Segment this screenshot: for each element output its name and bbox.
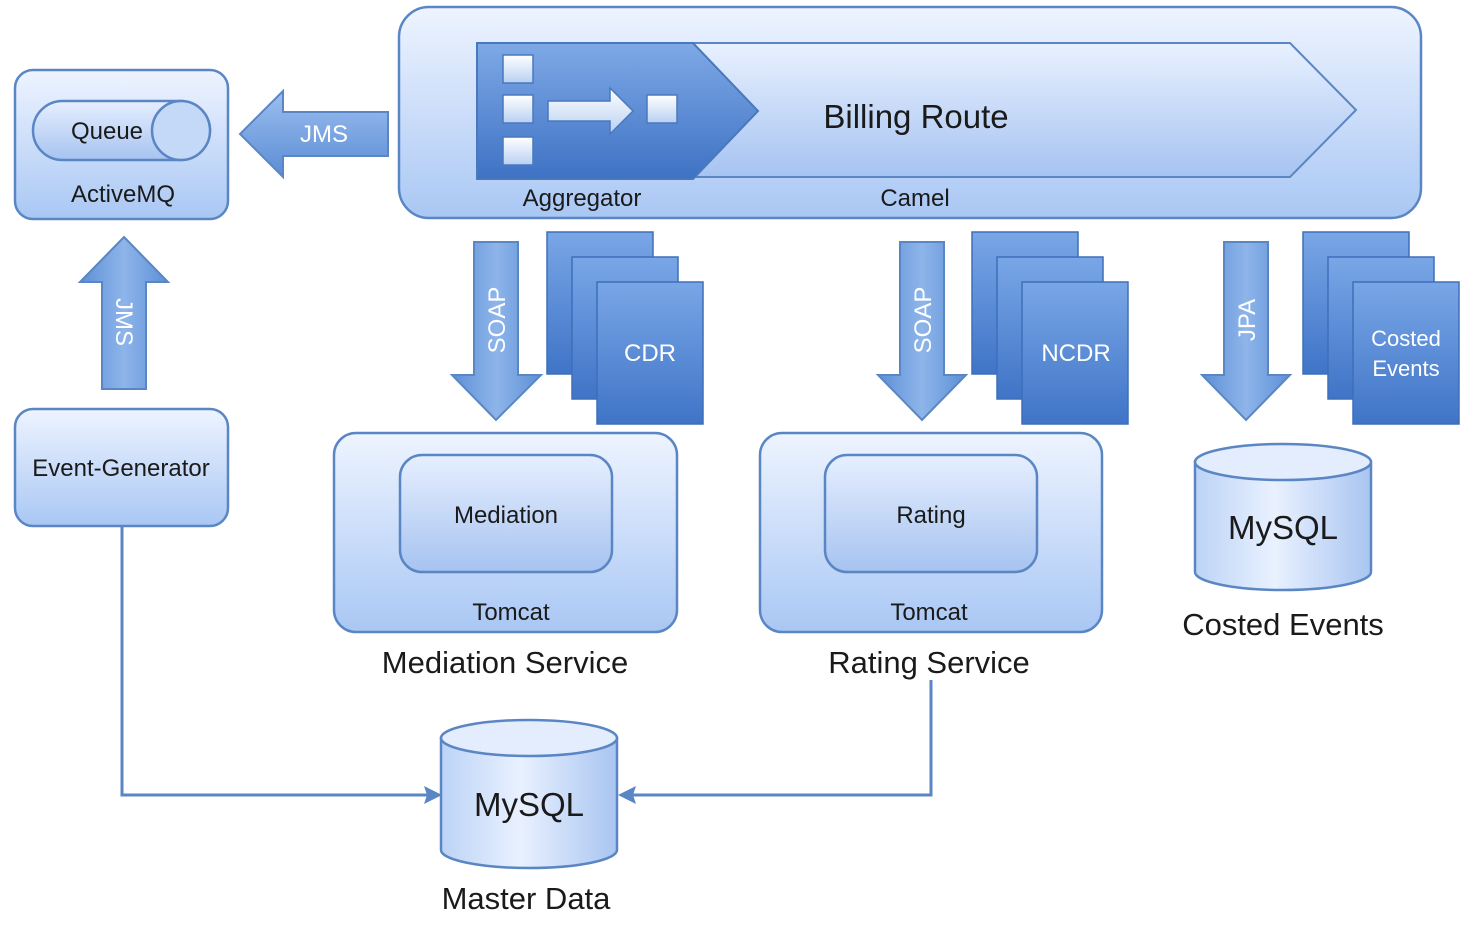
connector-lines [120, 527, 933, 804]
rating-to-master-line [632, 680, 933, 797]
aggregator-chevron [476, 42, 760, 180]
aggregator-square-2 [502, 94, 534, 124]
aggregator-arrow [547, 86, 635, 136]
activemq-label: ActiveMQ [71, 181, 175, 208]
mediation-component-label: Mediation [454, 502, 558, 529]
aggregator-square-out [646, 94, 678, 124]
aggregator-square-1 [502, 54, 534, 84]
aggregator-label: Aggregator [523, 185, 642, 212]
aggregator-square-3 [502, 136, 534, 166]
ncdr-document-stack: NCDR [971, 231, 1129, 425]
mediation-soap-arrow: SOAP [449, 241, 544, 422]
costed-events-document-stack: Costed Events [1302, 231, 1460, 425]
event-generator-label: Event-Generator [32, 455, 209, 482]
event-generator-box: Event-Generator [13, 407, 230, 528]
cdr-label: CDR [624, 340, 676, 367]
master-data-database: MySQL [439, 718, 619, 870]
rating-to-master-arrowhead [618, 786, 636, 804]
jms-arrow-up: JMS [77, 235, 171, 390]
cdr-document-stack: CDR [546, 231, 704, 425]
mediation-soap-label: SOAP [484, 287, 511, 354]
mediation-service-caption: Mediation Service [382, 645, 628, 680]
costed-db-label: MySQL [1228, 509, 1338, 546]
ncdr-label: NCDR [1041, 340, 1110, 367]
camel-label: Camel [880, 185, 949, 212]
rating-component-label: Rating [896, 502, 965, 529]
rating-tomcat-box: Rating Tomcat [758, 431, 1104, 634]
rating-tomcat-label: Tomcat [890, 599, 968, 626]
queue-shape [31, 99, 212, 162]
rating-soap-label: SOAP [910, 287, 937, 354]
activemq-box: Queue ActiveMQ [13, 68, 230, 221]
billing-route-title: Billing Route [823, 98, 1008, 135]
mediation-tomcat-label: Tomcat [472, 599, 550, 626]
costed-events-database: MySQL [1193, 442, 1373, 592]
costed-events-caption: Costed Events [1182, 607, 1384, 642]
costed-doc-line2: Events [1372, 356, 1439, 381]
jpa-arrow: JPA [1199, 241, 1293, 422]
jms-up-label: JMS [110, 298, 137, 346]
jms-arrow-left: JMS [238, 88, 389, 180]
rating-soap-arrow: SOAP [875, 241, 969, 422]
jpa-label: JPA [1234, 299, 1261, 341]
rating-service-caption: Rating Service [828, 645, 1030, 680]
camel-container: Billing Route Aggregator Camel [397, 5, 1423, 220]
event-generator-to-master-line [120, 527, 428, 797]
master-data-caption: Master Data [442, 881, 612, 916]
event-generator-to-master-arrowhead [424, 786, 442, 804]
queue-label: Queue [71, 118, 143, 145]
mediation-tomcat-box: Mediation Tomcat [332, 431, 679, 634]
costed-doc-line1: Costed [1371, 326, 1441, 351]
jms-left-label: JMS [300, 121, 348, 148]
master-db-label: MySQL [474, 786, 584, 823]
